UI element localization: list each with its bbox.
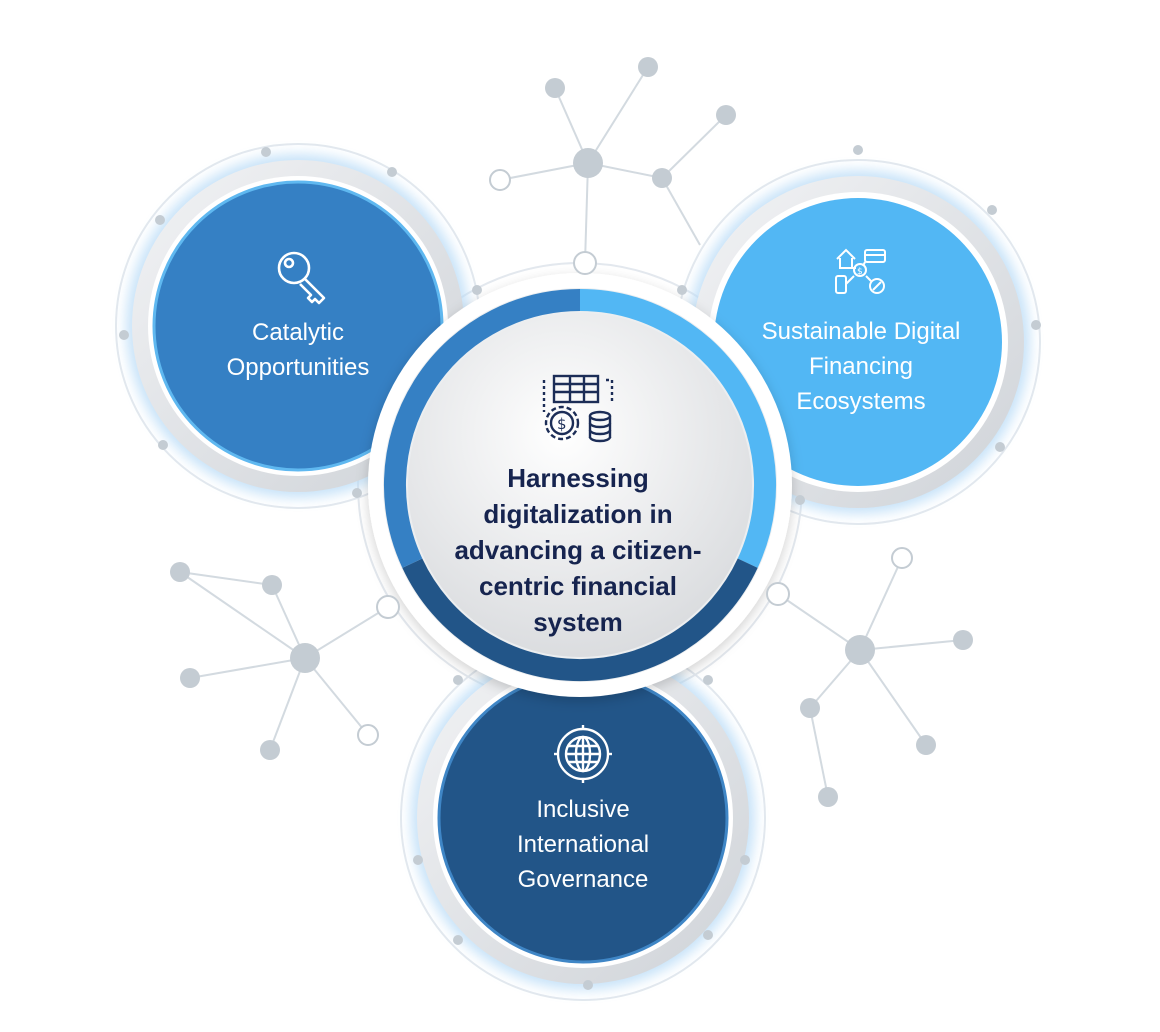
label-line: Harnessing bbox=[507, 463, 649, 493]
svg-text:$: $ bbox=[857, 267, 863, 277]
pillar-inclusive-label: Inclusive International Governance bbox=[463, 792, 703, 897]
key-icon bbox=[277, 251, 326, 305]
svg-text:$: $ bbox=[557, 415, 567, 433]
label-line: system bbox=[533, 607, 623, 637]
finance-gear-coins-icon: $ bbox=[542, 374, 614, 443]
label-line: Catalytic bbox=[251, 319, 345, 346]
center-hub bbox=[368, 273, 792, 697]
pillar-inclusive bbox=[411, 646, 755, 990]
label-line: Governance bbox=[517, 866, 649, 893]
label-line: International bbox=[516, 831, 650, 858]
network-nodes bbox=[119, 57, 1041, 990]
label-line: centric financial bbox=[479, 571, 677, 601]
network-lines-top bbox=[179, 66, 964, 798]
label-line: Financing bbox=[808, 353, 914, 380]
label-line: Opportunities bbox=[226, 354, 370, 381]
digital-finance-icon: $ bbox=[835, 248, 886, 294]
pillar-sustainable bbox=[686, 170, 1030, 514]
center-hub-label: Harnessing digitalization in advancing a… bbox=[440, 460, 716, 640]
label-line: Inclusive bbox=[536, 796, 630, 823]
label-line: Ecosystems bbox=[796, 388, 926, 415]
label-line: Sustainable Digital bbox=[761, 318, 961, 345]
pillar-sustainable-label: Sustainable Digital Financing Ecosystems bbox=[738, 314, 984, 419]
globe-icon bbox=[554, 725, 612, 783]
label-line: advancing a citizen- bbox=[454, 535, 702, 565]
pillar-catalytic-label: Catalytic Opportunities bbox=[178, 315, 418, 385]
label-line: digitalization in bbox=[483, 499, 673, 529]
